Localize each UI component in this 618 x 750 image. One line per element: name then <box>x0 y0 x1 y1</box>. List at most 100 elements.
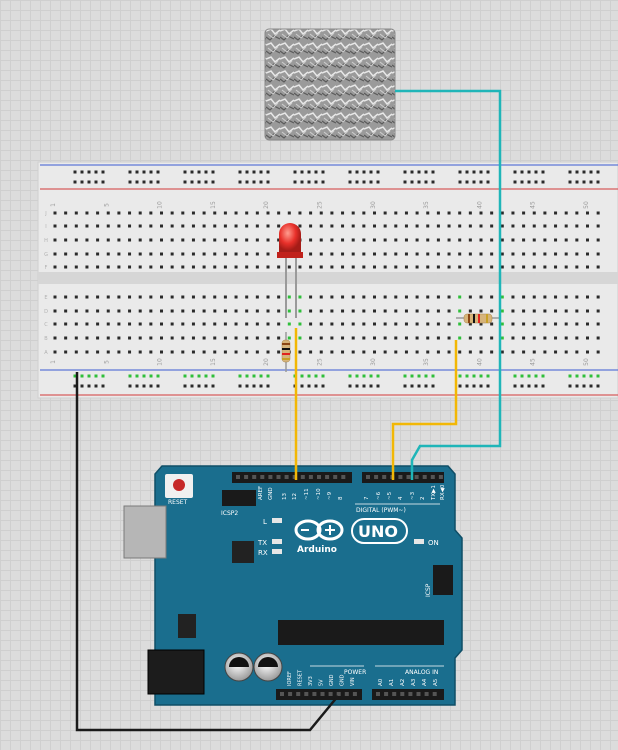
terminal-hole <box>106 252 110 256</box>
terminal-hole <box>309 211 313 215</box>
power-header[interactable] <box>276 689 362 700</box>
rail-hole <box>417 170 421 174</box>
rail-hole <box>321 180 325 184</box>
terminal-hole <box>74 322 78 326</box>
digital-header-right[interactable] <box>362 472 444 483</box>
terminal-hole <box>351 224 355 228</box>
resistor-led[interactable] <box>281 332 291 372</box>
terminal-hole <box>522 252 526 256</box>
icsp2-header[interactable] <box>222 490 256 506</box>
terminal-hole <box>596 265 600 269</box>
red-led[interactable] <box>277 223 303 318</box>
rail-hole <box>369 180 373 184</box>
resistor-sensor[interactable] <box>456 313 500 324</box>
row-letter: C <box>44 322 48 328</box>
terminal-hole <box>266 350 270 354</box>
terminal-hole <box>245 211 249 215</box>
terminal-hole <box>341 350 345 354</box>
wire-teal-foil[interactable] <box>395 89 502 480</box>
rail-hole <box>190 180 194 184</box>
terminal-hole <box>404 238 408 242</box>
terminal-hole <box>394 309 398 313</box>
terminal-hole <box>245 309 249 313</box>
terminal-hole <box>234 295 238 299</box>
rail-hole <box>252 374 256 378</box>
wire-yellow-sensor[interactable] <box>391 340 458 480</box>
terminal-hole <box>532 309 536 313</box>
rail-hole <box>376 374 380 378</box>
rail-hole <box>596 180 600 184</box>
terminal-hole <box>458 211 462 215</box>
terminal-hole <box>522 295 526 299</box>
terminal-hole <box>277 350 281 354</box>
terminal-hole <box>53 336 57 340</box>
analog-header[interactable] <box>372 689 444 700</box>
terminal-hole <box>74 309 78 313</box>
led-l-label: L <box>263 518 267 526</box>
terminal-hole <box>586 211 589 215</box>
terminal-hole <box>362 238 366 242</box>
terminal-hole <box>277 295 281 299</box>
rail-hole <box>80 180 84 184</box>
terminal-hole <box>362 322 366 326</box>
rail-hole <box>87 180 91 184</box>
terminal-hole <box>404 350 408 354</box>
terminal-hole <box>490 336 494 340</box>
rail-hole <box>87 170 91 174</box>
rail-hole <box>314 180 318 184</box>
wire-black-ground[interactable] <box>75 372 339 732</box>
rail-hole <box>520 384 524 388</box>
rail-hole <box>307 374 311 378</box>
terminal-hole <box>255 224 259 228</box>
terminal-hole <box>64 211 68 215</box>
foil-sensor[interactable] <box>264 28 396 141</box>
terminal-hole <box>426 322 430 326</box>
rail-hole <box>197 170 201 174</box>
digital-pin-label: RX◀0 <box>440 484 446 500</box>
terminal-hole <box>319 350 323 354</box>
rail-hole <box>575 384 579 388</box>
rail-hole <box>73 180 77 184</box>
terminal-hole <box>394 238 398 242</box>
terminal-hole <box>64 252 68 256</box>
terminal-hole <box>394 322 398 326</box>
header-pin <box>304 692 309 696</box>
terminal-hole <box>479 252 483 256</box>
terminal-hole <box>160 211 163 215</box>
terminal-hole <box>85 295 89 299</box>
header-pin <box>424 692 429 696</box>
terminal-hole <box>575 350 579 354</box>
digital-header-left[interactable] <box>232 472 352 483</box>
terminal-hole <box>138 211 142 215</box>
terminal-hole <box>181 224 185 228</box>
rail-hole <box>101 374 105 378</box>
terminal-hole <box>298 224 302 228</box>
power-jack[interactable] <box>147 649 205 695</box>
uno-badge <box>351 518 408 544</box>
terminal-hole <box>554 211 558 215</box>
usb-connector[interactable] <box>123 505 167 559</box>
terminal-hole <box>223 265 227 269</box>
terminal-hole <box>383 211 387 215</box>
terminal-hole <box>479 295 483 299</box>
breadboard-holes <box>53 170 600 388</box>
terminal-hole <box>128 295 132 299</box>
terminal-hole <box>383 309 387 313</box>
terminal-hole <box>85 350 89 354</box>
terminal-hole <box>362 224 366 228</box>
terminal-hole <box>245 295 249 299</box>
terminal-hole <box>128 238 132 242</box>
terminal-hole <box>117 265 121 269</box>
terminal-hole <box>128 350 132 354</box>
terminal-hole <box>500 336 504 340</box>
rail-hole <box>541 170 545 174</box>
reset-button[interactable] <box>173 479 185 491</box>
terminal-hole <box>586 322 589 326</box>
rail-hole <box>204 180 208 184</box>
terminal-hole <box>149 265 153 269</box>
terminal-hole <box>373 224 376 228</box>
header-pin <box>300 475 305 479</box>
icsp-header[interactable] <box>433 565 453 595</box>
terminal-hole <box>53 322 57 326</box>
